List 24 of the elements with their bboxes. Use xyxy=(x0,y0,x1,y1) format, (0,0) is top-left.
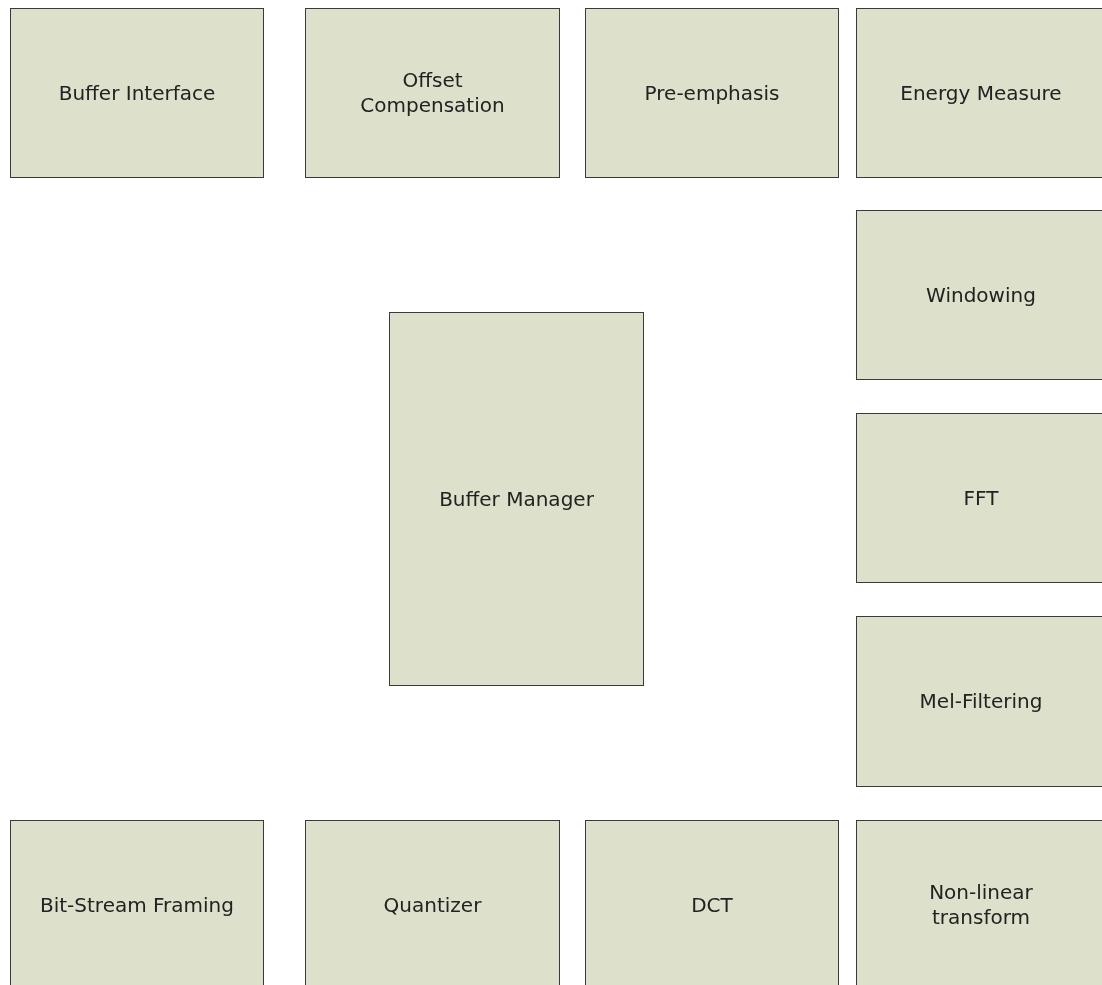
box-label: Pre-emphasis xyxy=(644,80,780,106)
process-box xyxy=(856,8,1102,178)
box-label: Bit-Stream Framing xyxy=(40,892,234,918)
box-label: Buffer Interface xyxy=(58,80,216,106)
process-box xyxy=(856,820,1102,985)
process-box xyxy=(585,820,839,985)
box-label: Mel-Filtering xyxy=(919,689,1043,714)
box-label: Energy Measure xyxy=(900,80,1062,106)
process-box xyxy=(389,312,644,686)
box-label: DCT xyxy=(691,892,733,918)
box-label: Buffer Manager xyxy=(439,486,594,512)
box-label: Quantizer xyxy=(383,892,482,918)
box-label: Offset Compensation xyxy=(359,68,506,118)
process-box xyxy=(305,820,560,985)
process-box xyxy=(585,8,839,178)
process-box xyxy=(10,820,264,985)
process-box xyxy=(10,8,264,178)
process-box xyxy=(856,413,1102,583)
process-box xyxy=(856,210,1102,380)
box-label: FFT xyxy=(963,485,999,511)
process-box xyxy=(305,8,560,178)
box-label: Windowing xyxy=(926,282,1036,308)
box-label: Non-linear transform xyxy=(928,880,1034,930)
process-box xyxy=(856,616,1102,787)
